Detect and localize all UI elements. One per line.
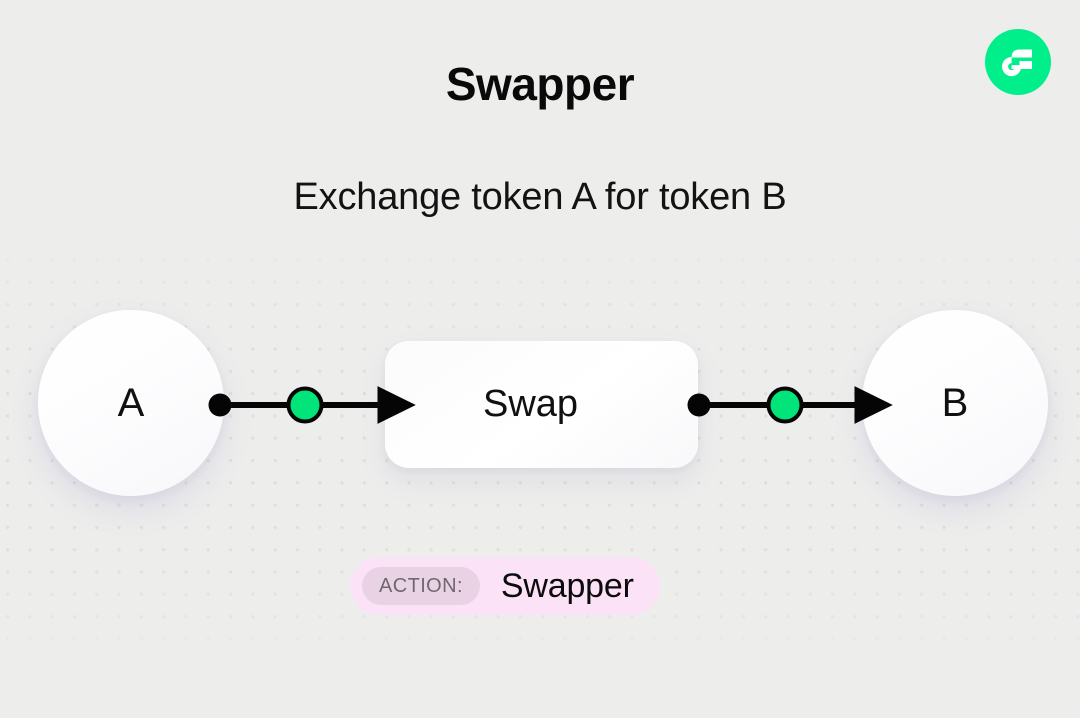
edge-swap-b[interactable] [687,386,893,424]
edge-a-swap-waypoint[interactable] [286,386,324,424]
status-badge: ACTION: Swapper [350,557,660,615]
flow-logo-glyph [1002,49,1032,77]
node-swap-label: Swap [482,383,579,425]
node-token-b[interactable]: B [862,310,1048,496]
node-token-a-label: A [117,380,145,425]
page-title: Swapper [445,58,635,110]
status-badge-value: Swapper [500,566,634,605]
flow-logo-icon [985,29,1051,95]
node-token-b-label: B [941,380,969,425]
edge-a-swap[interactable] [208,386,416,424]
status-badge-label: ACTION: [362,567,480,605]
node-swap[interactable]: Swap [385,341,698,468]
edge-swap-b-waypoint[interactable] [766,386,804,424]
node-token-a[interactable]: A [38,310,224,496]
page-subtitle: Exchange token A for token B [293,176,787,218]
